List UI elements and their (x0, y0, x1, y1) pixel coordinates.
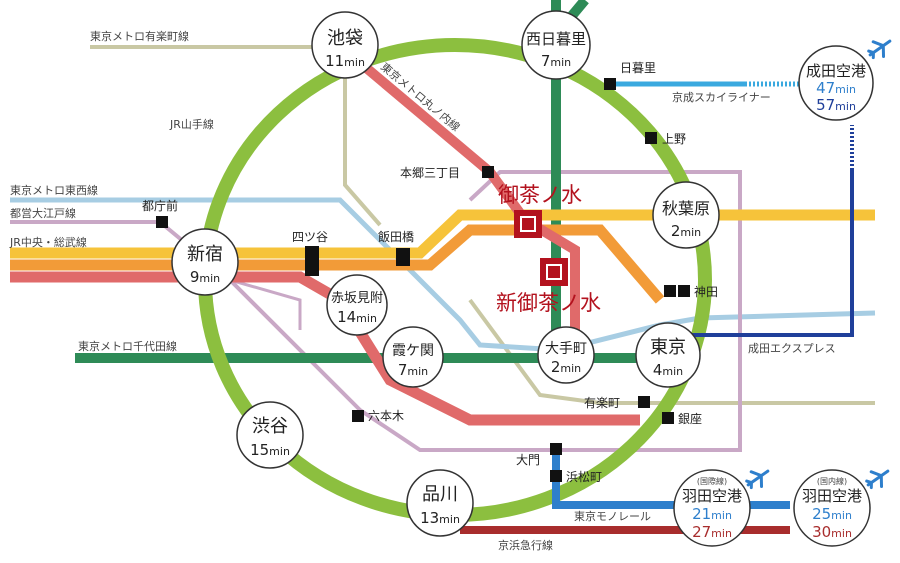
svg-text:新宿: 新宿 (187, 244, 223, 265)
svg-text:57min: 57min (816, 96, 856, 114)
hub-akasakamitsuke: 赤坂見附 14min (326, 274, 388, 336)
station-roppongi: 六本木 (368, 409, 404, 423)
svg-text:21min: 21min (692, 505, 732, 523)
ochanomizu-marker-inner (520, 216, 536, 232)
svg-text:9min: 9min (190, 268, 220, 286)
label-oedo-line: 都営大江戸線 (10, 206, 76, 220)
station-marker-icon (156, 216, 168, 228)
hub-tokyo: 東京 4min (635, 322, 701, 388)
station-marker-icon (482, 166, 494, 178)
svg-text:(国内線): (国内線) (817, 476, 847, 486)
label-skyliner: 京成スカイライナー (672, 90, 771, 104)
svg-text:25min: 25min (812, 505, 852, 523)
hub-otemachi: 大手町 2min (537, 326, 595, 384)
station-iidabashi: 飯田橋 (378, 229, 414, 244)
svg-text:2min: 2min (671, 222, 701, 240)
station-marker-icon (550, 470, 562, 482)
svg-text:成田空港: 成田空港 (806, 62, 866, 80)
station-marker-icon (662, 412, 674, 424)
svg-text:7min: 7min (398, 361, 428, 379)
label-monorail: 東京モノレール (574, 509, 651, 523)
label-nex: 成田エクスプレス (748, 342, 836, 355)
station-hongo: 本郷三丁目 (400, 166, 460, 180)
svg-text:大手町: 大手町 (545, 341, 587, 357)
station-nippori: 日暮里 (620, 61, 656, 75)
airplane-icon (865, 469, 890, 490)
label-yamanote-line: JR山手線 (169, 117, 214, 131)
station-tochomae: 都庁前 (142, 198, 178, 213)
svg-text:渋谷: 渋谷 (252, 416, 288, 437)
hub-shinjuku: 新宿 9min (171, 228, 239, 296)
station-marker-icon (645, 132, 657, 144)
station-kanda: 神田 (694, 285, 718, 299)
label-tozai-line: 東京メトロ東西線 (10, 183, 98, 197)
station-marker-icon (664, 285, 676, 297)
svg-text:羽田空港: 羽田空港 (802, 487, 862, 505)
svg-text:14min: 14min (337, 308, 377, 326)
station-daimon: 大門 (516, 453, 540, 467)
hub-ikebukuro: 池袋 11min (311, 11, 379, 79)
svg-text:4min: 4min (653, 361, 683, 379)
chuo-rapid-line (10, 224, 665, 304)
station-hamamatsucho: 浜松町 (566, 470, 602, 484)
svg-text:15min: 15min (250, 441, 290, 459)
svg-text:赤坂見附: 赤坂見附 (331, 291, 383, 306)
airplane-icon (867, 39, 892, 60)
airport-haneda-intl: (国際線) 羽田空港 21min 27min (673, 469, 751, 547)
station-ueno: 上野 (662, 132, 686, 146)
svg-text:30min: 30min (812, 523, 852, 541)
shinochanomizu-marker-inner (546, 264, 562, 280)
label-chuo-line: JR中央・総武線 (9, 235, 87, 249)
hub-akihabara: 秋葉原 2min (652, 181, 720, 249)
highlight-shinochanomizu: 新御茶ノ水 (496, 291, 601, 315)
nex-line (690, 170, 854, 337)
svg-text:東京: 東京 (650, 337, 686, 358)
svg-text:秋葉原: 秋葉原 (662, 199, 710, 218)
svg-text:霞ケ関: 霞ケ関 (392, 343, 434, 359)
tozai-line (10, 197, 876, 353)
station-yurakucho: 有楽町 (584, 396, 620, 410)
station-marker-icon (396, 248, 410, 266)
marunouchi-west (10, 271, 640, 426)
airplane-icon (745, 469, 770, 490)
airport-haneda-domestic: (国内線) 羽田空港 25min 30min (793, 469, 871, 547)
station-marker-icon (638, 396, 650, 408)
svg-text:27min: 27min (692, 523, 732, 541)
hub-name: 池袋 (327, 28, 363, 49)
ochanomizu-marker (514, 210, 542, 238)
label-yurakucho-line: 東京メトロ有楽町線 (90, 29, 189, 43)
label-chiyoda-line: 東京メトロ千代田線 (78, 339, 177, 353)
airport-narita: 成田空港 47min 57min (798, 45, 874, 121)
svg-text:羽田空港: 羽田空港 (682, 487, 742, 505)
station-marker-icon (305, 246, 319, 276)
label-marunouchi-line: 東京メトロ丸ノ内線 (378, 60, 463, 134)
station-marker-icon (604, 78, 616, 90)
station-ginza: 銀座 (678, 411, 702, 426)
svg-text:(国際線): (国際線) (697, 476, 727, 486)
station-marker-icon (550, 443, 562, 455)
svg-text:2min: 2min (551, 358, 581, 376)
hub-kasumigaseki: 霞ケ関 7min (382, 326, 444, 388)
station-yotsuya: 四ツ谷 (292, 230, 328, 244)
highlight-ochanomizu: 御茶ノ水 (498, 183, 582, 207)
svg-text:11min: 11min (325, 52, 365, 70)
svg-text:7min: 7min (541, 52, 571, 70)
station-marker-icon (352, 410, 364, 422)
shinochanomizu-marker (540, 258, 568, 286)
hub-shinagawa: 品川 13min (406, 469, 474, 537)
hub-nishinippori: 西日暮里 7min (521, 10, 591, 80)
oedo-branch (229, 278, 302, 330)
svg-text:13min: 13min (420, 509, 460, 527)
hub-shibuya: 渋谷 15min (236, 401, 304, 469)
svg-text:47min: 47min (816, 79, 856, 97)
svg-text:西日暮里: 西日暮里 (526, 30, 586, 48)
svg-text:品川: 品川 (422, 484, 458, 505)
station-marker-icon (678, 285, 690, 297)
label-keikyu: 京浜急行線 (498, 538, 553, 552)
